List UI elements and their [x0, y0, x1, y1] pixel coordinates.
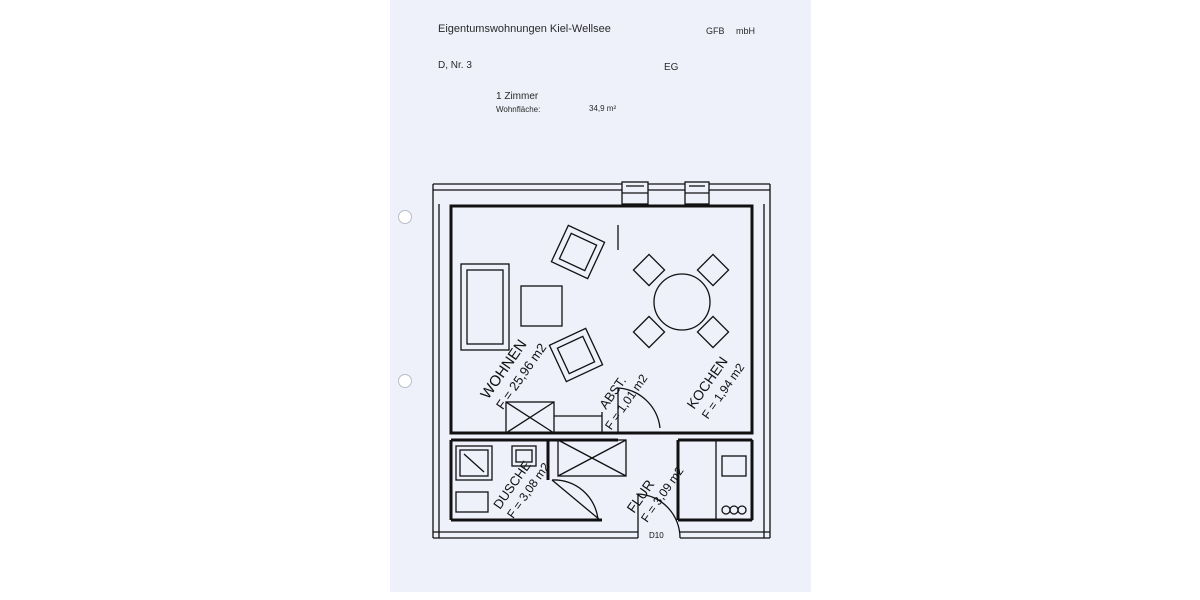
chair-nw: [632, 253, 666, 287]
company-suffix: mbH: [736, 26, 756, 36]
label-dusche: DUSCHE F = 3,08 m2: [490, 458, 552, 521]
sofa: [460, 263, 510, 351]
punch-hole-bottom: [398, 374, 412, 388]
unit-number: D, Nr. 3: [438, 60, 472, 71]
chair-sw: [632, 315, 666, 349]
company-name: GFB: [706, 26, 725, 36]
wardrobe: [505, 401, 603, 434]
bath-door: [551, 479, 601, 521]
exterior-walls: [432, 183, 771, 539]
floor-plan: WOHNEN F = 25,96 m2 ABST. F = 1,01 m2 KO…: [432, 181, 771, 540]
living-area-label: Wohnfläche:: [496, 105, 541, 114]
toilet: [455, 491, 489, 513]
armchair-bottom: [548, 327, 604, 383]
armchair-top: [550, 224, 606, 280]
entrance-door: [637, 493, 681, 539]
label-wohnen: WOHNEN F = 25,96 m2: [477, 337, 549, 412]
door-tag: D10: [649, 531, 664, 540]
dining-table: [653, 273, 711, 331]
project-title: Eigentumswohnungen Kiel-Wellsee: [438, 23, 611, 35]
floor-level: EG: [664, 62, 679, 73]
kitchen-counter: [715, 439, 753, 521]
closet: [557, 439, 627, 477]
chair-ne: [696, 253, 730, 287]
coffee-table: [520, 285, 563, 327]
label-kochen: KOCHEN F = 1,94 m2: [683, 353, 747, 421]
living-area-value: 34,9 m²: [589, 104, 617, 113]
room-count: 1 Zimmer: [496, 91, 539, 102]
storage-door: [617, 387, 661, 433]
plan-sheet: Eigentumswohnungen Kiel-Wellsee GFB mbH …: [390, 0, 811, 592]
windows: [621, 181, 710, 205]
chair-se: [696, 315, 730, 349]
washbasin: [511, 445, 537, 467]
punch-hole-top: [398, 210, 412, 224]
label-abst: ABST. F = 1,01 m2: [596, 371, 650, 432]
shower-tray: [455, 445, 493, 481]
